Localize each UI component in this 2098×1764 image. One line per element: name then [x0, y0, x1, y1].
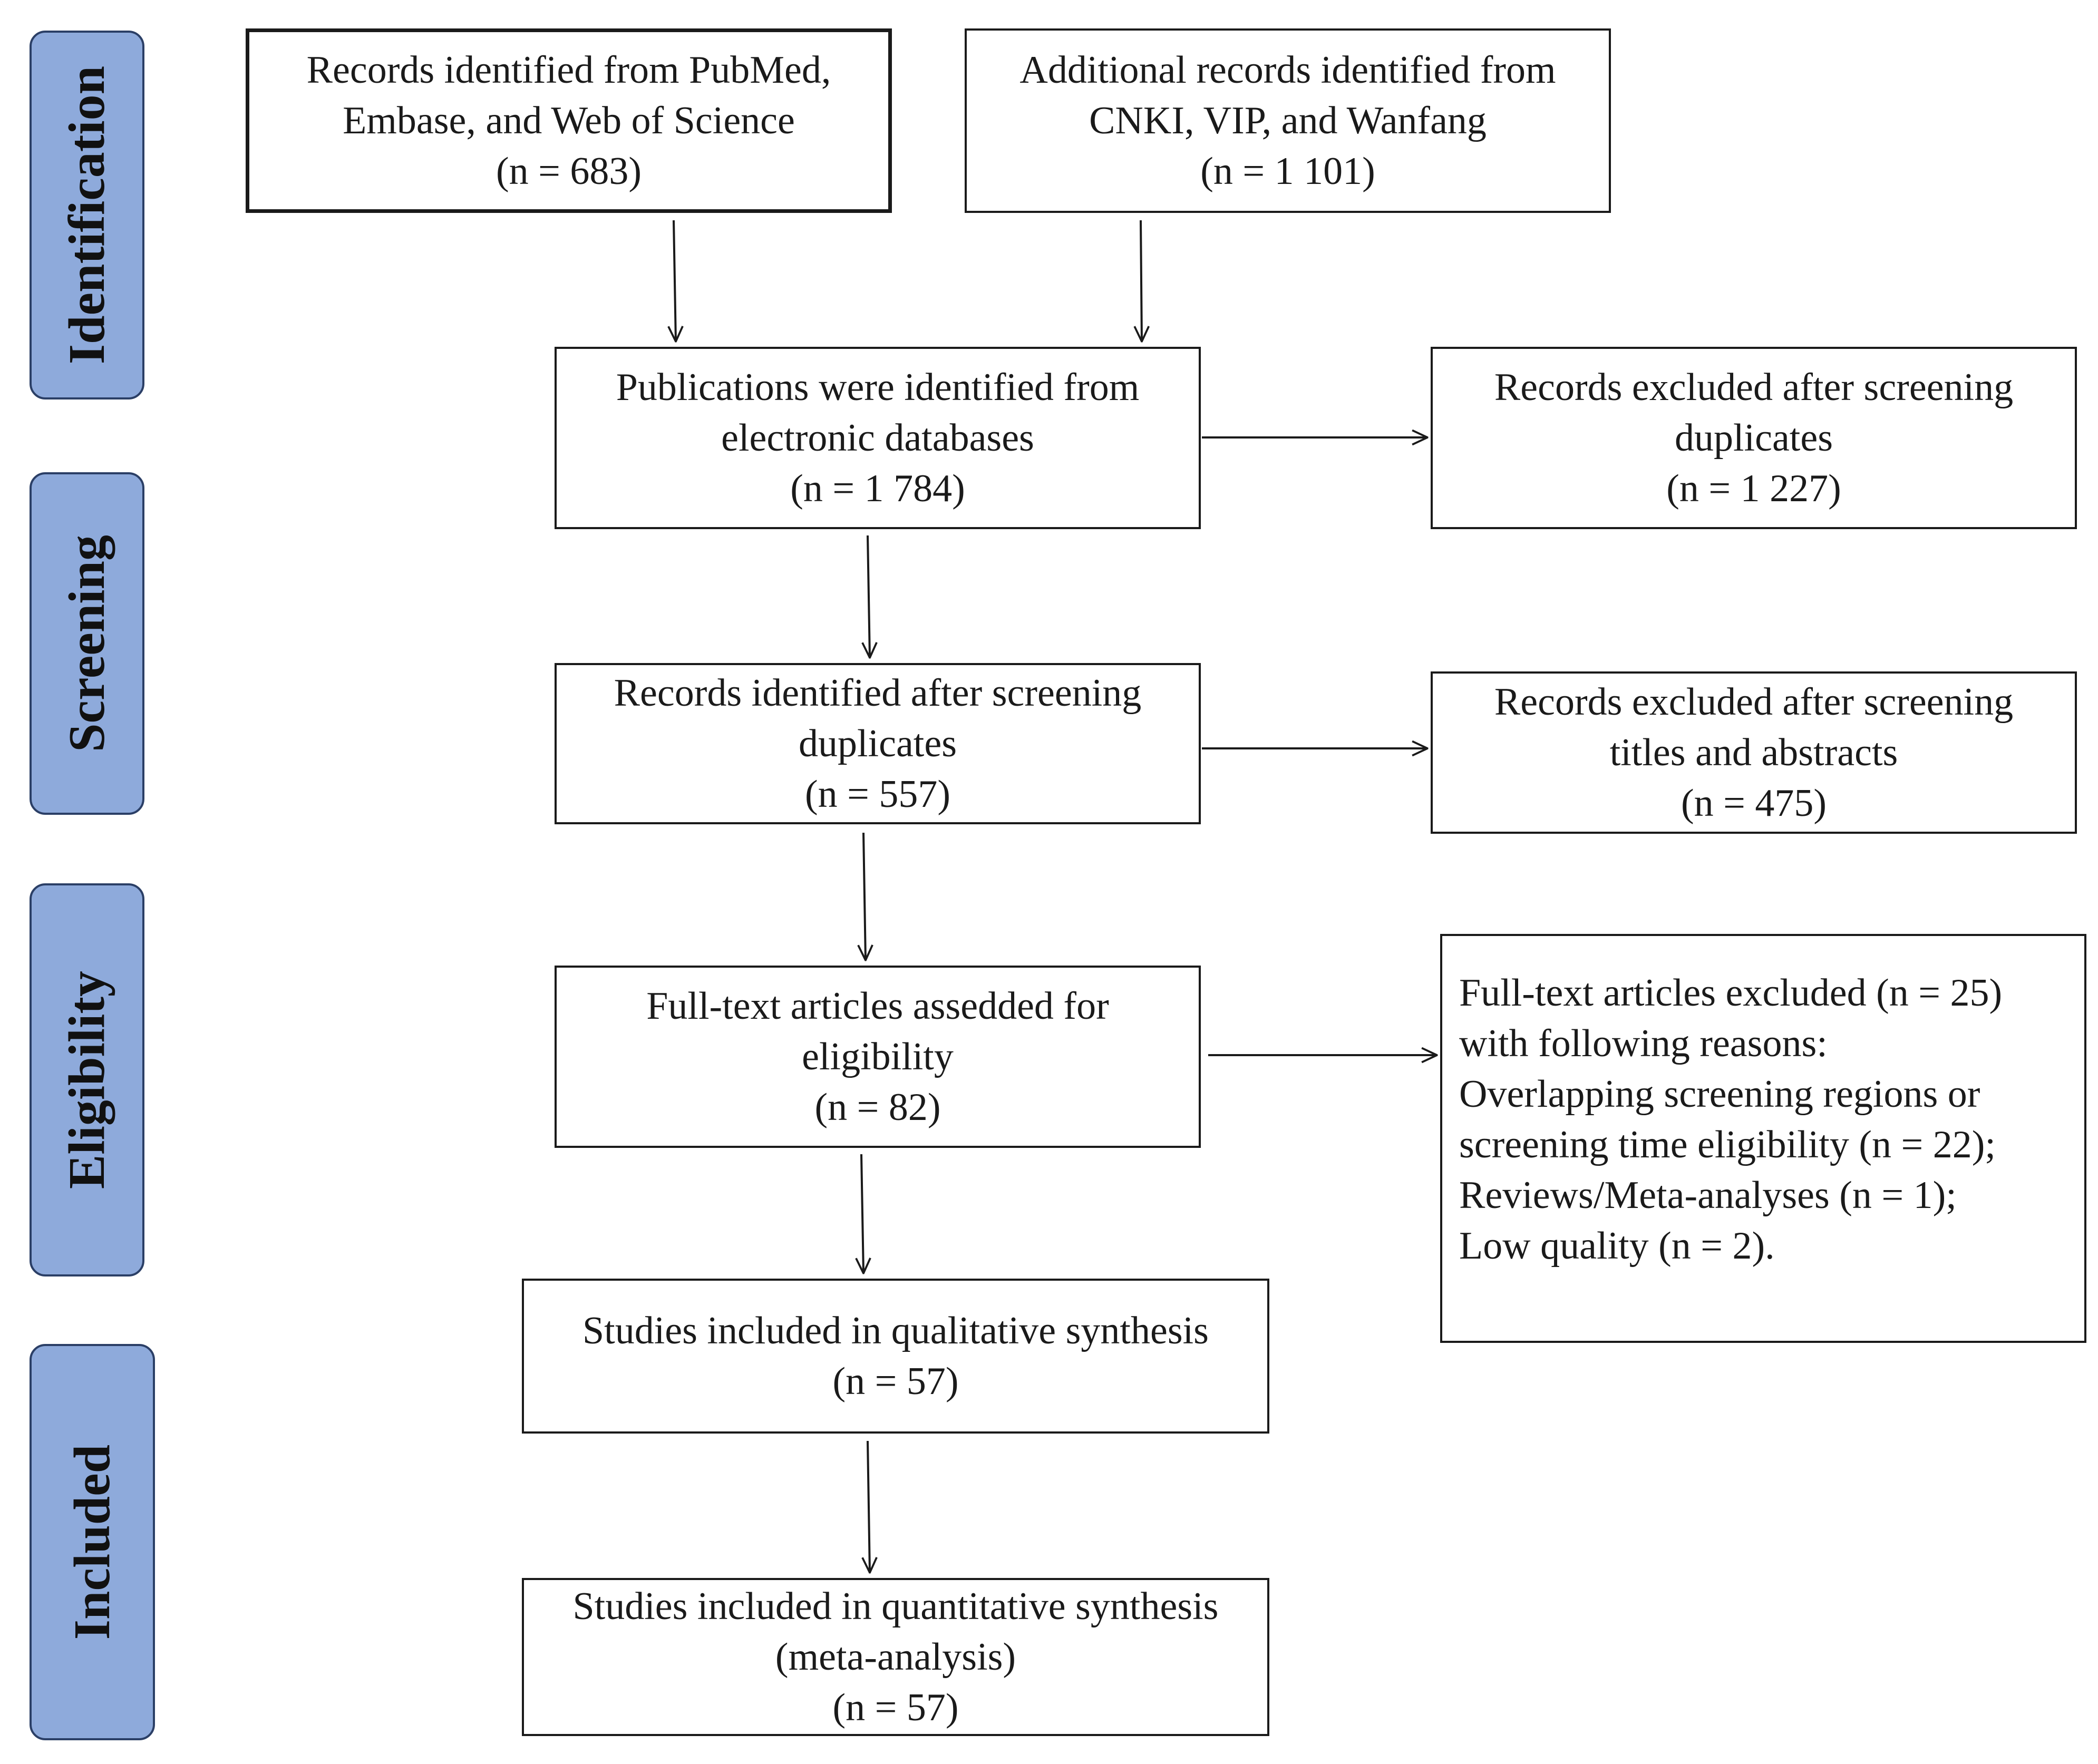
- box-excluded-duplicates: Records excluded after screening duplica…: [1431, 347, 2077, 529]
- stage-label-included: Included: [30, 1344, 155, 1740]
- box-fulltext-assessed: Full-text articles assedded for eligibil…: [555, 966, 1201, 1148]
- box-after-duplicates: Records identified after screening dupli…: [555, 663, 1201, 824]
- arrow-pubmed-to-publications: [674, 220, 676, 342]
- stage-label-screening: Screening: [30, 472, 144, 815]
- box-quantitative-synthesis: Studies included in quantitative synthes…: [522, 1578, 1269, 1736]
- arrow-after-duplicates-to-fulltext: [863, 832, 866, 960]
- box-excluded-titles: Records excluded after screening titles …: [1431, 671, 2077, 834]
- box-fulltext-excluded: Full-text articles excluded (n = 25) wit…: [1440, 934, 2086, 1343]
- box-qualitative-synthesis: Studies included in qualitative synthesi…: [522, 1279, 1269, 1434]
- arrow-fulltext-to-qualitative: [861, 1154, 863, 1273]
- box-publications-identified: Publications were identified from electr…: [555, 347, 1201, 529]
- arrow-cnki-to-publications: [1141, 220, 1142, 342]
- stage-label-identification: Identification: [30, 31, 144, 399]
- arrow-publications-to-after-duplicates: [868, 535, 870, 658]
- box-records-pubmed: Records identified from PubMed, Embase, …: [246, 28, 892, 213]
- box-records-cnki: Additional records identified from CNKI,…: [965, 28, 1611, 213]
- stage-label-eligibility: Eligibility: [30, 883, 144, 1276]
- arrow-qualitative-to-quantitative: [868, 1440, 870, 1573]
